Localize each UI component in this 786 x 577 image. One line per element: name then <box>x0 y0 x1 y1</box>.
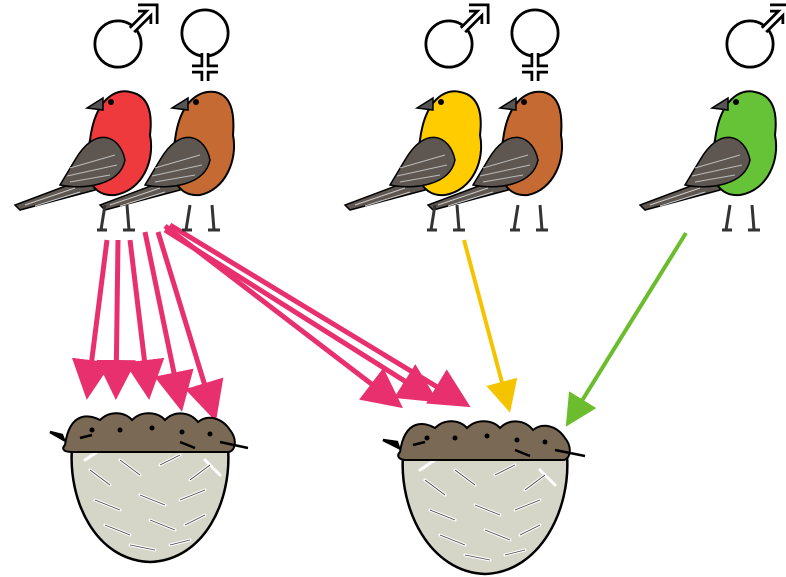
bird-icon-male-yellow <box>343 90 482 232</box>
male-symbol-icon <box>730 8 786 64</box>
arrow-to-nest-left <box>142 231 194 412</box>
female-symbol-icon <box>515 13 555 81</box>
arrow-to-nest-left <box>96 239 137 400</box>
bird-icon-male-red <box>13 90 152 232</box>
bird-icon-female-orange <box>98 90 235 232</box>
bird-icon-male-green <box>638 90 777 232</box>
arrow-to-nest-right <box>168 222 471 408</box>
arrow-to-nest-left <box>71 239 112 400</box>
arrows-red-pair <box>71 222 471 422</box>
female-symbol-icon <box>185 13 225 81</box>
arrow-to-nest-left <box>124 239 165 400</box>
arrow-yellow-male <box>462 239 518 413</box>
nest-icon-right <box>382 420 586 576</box>
arrow-to-nest-right <box>163 227 439 403</box>
arrow-to-nest-left <box>155 231 224 422</box>
arrow-green-male <box>565 231 688 427</box>
male-symbol-icon <box>98 8 154 64</box>
nest-icon-left <box>49 412 249 564</box>
male-symbol-icon <box>429 8 485 64</box>
bird-icon-female-orange <box>426 90 563 232</box>
